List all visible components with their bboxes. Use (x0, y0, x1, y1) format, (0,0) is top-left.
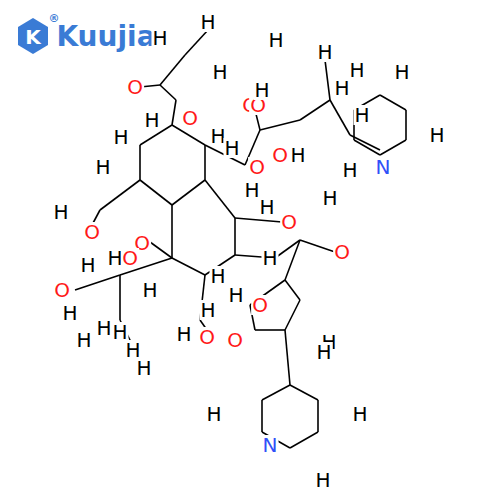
atom-label: O (53, 280, 71, 300)
bond-line (261, 400, 263, 432)
atom-label: H (315, 342, 332, 362)
atom-label: H (227, 285, 244, 305)
atom-label: H (353, 105, 370, 125)
atom-label: H (61, 303, 78, 323)
atom-label: H (75, 330, 92, 350)
atom-label: O (226, 330, 244, 350)
atom-label: H (199, 12, 216, 32)
bond-line (290, 385, 318, 400)
atom-label: O (83, 222, 101, 242)
atom-label: H (258, 197, 275, 217)
atom-label: O (271, 145, 289, 165)
bond-line (172, 180, 205, 205)
atom-label: H (351, 404, 368, 424)
bond-line (285, 280, 300, 300)
bond-line (285, 300, 300, 330)
atom-label: H (151, 28, 168, 48)
bond-line (150, 242, 172, 258)
logo-text: K (24, 27, 42, 47)
atom-label: H (135, 358, 152, 378)
logo-text: Kuujia (55, 23, 156, 51)
atom-label: H (223, 138, 240, 158)
atom-label: H (253, 80, 270, 100)
bond-line (119, 275, 121, 320)
atom-label: O (251, 295, 269, 315)
bond-line (172, 125, 205, 145)
atom-label: H (124, 340, 141, 360)
atom-label: O (181, 108, 199, 128)
bond-line (325, 60, 330, 100)
atom-label: H (321, 188, 338, 208)
atom-label: H (261, 248, 278, 268)
atom-label: H (211, 62, 228, 82)
atom-label: O (248, 157, 266, 177)
atom-label: H (348, 60, 365, 80)
bond-line (172, 258, 205, 275)
atom-label: H (94, 157, 111, 177)
atom-label: N (262, 435, 279, 455)
atom-label: H (267, 30, 284, 50)
bond-line (204, 145, 206, 180)
bond-line (234, 218, 236, 255)
bond-line (300, 100, 330, 120)
atom-label: O (198, 327, 216, 347)
bond-line (380, 140, 406, 155)
logo-hexagon (18, 18, 48, 54)
atom-label: H (111, 322, 128, 342)
atom-label: H (199, 300, 216, 320)
bond-line (285, 240, 300, 280)
atom-label: H (79, 255, 96, 275)
bond-line (317, 400, 319, 432)
bond-line (171, 205, 173, 258)
bond-line (185, 30, 208, 55)
bond-line (235, 218, 282, 222)
atom-label: H (428, 125, 445, 145)
atom-label: H (314, 470, 331, 490)
atom-label: H (209, 266, 226, 286)
atom-label: H (175, 324, 192, 344)
atom-label: H (112, 127, 129, 147)
atom-label: N (375, 157, 392, 177)
bond-line (262, 385, 290, 400)
bond-line (285, 330, 290, 385)
bond-line (140, 180, 172, 205)
bond-line (380, 95, 406, 110)
atom-label: H (143, 110, 160, 130)
atom-label: H (141, 280, 158, 300)
bond-line (354, 140, 380, 155)
atom-label: H (205, 404, 222, 424)
atom-label: H (333, 78, 350, 98)
atom-label: O (333, 242, 351, 262)
bond-line (405, 110, 407, 140)
bond-line (160, 55, 185, 85)
atom-label: H (393, 62, 410, 82)
atom-label: O (121, 248, 139, 268)
bond-line (100, 180, 140, 210)
bond-line (300, 240, 335, 252)
atom-label: H (316, 42, 333, 62)
bond-line (75, 275, 120, 290)
atom-label: H (95, 318, 112, 338)
bond-line (290, 432, 318, 448)
bond-line (330, 100, 350, 135)
atom-label: H (289, 145, 306, 165)
atom-label: O (280, 212, 298, 232)
bond-line (160, 85, 176, 100)
bond-line (205, 180, 235, 218)
bond-line (260, 120, 300, 130)
atom-label: O (126, 77, 144, 97)
logo-text: ® (48, 13, 61, 24)
atom-label: H (52, 202, 69, 222)
atom-label: H (341, 160, 358, 180)
bond-line (139, 145, 141, 180)
bond-line (172, 100, 176, 125)
bond-line (255, 329, 285, 331)
